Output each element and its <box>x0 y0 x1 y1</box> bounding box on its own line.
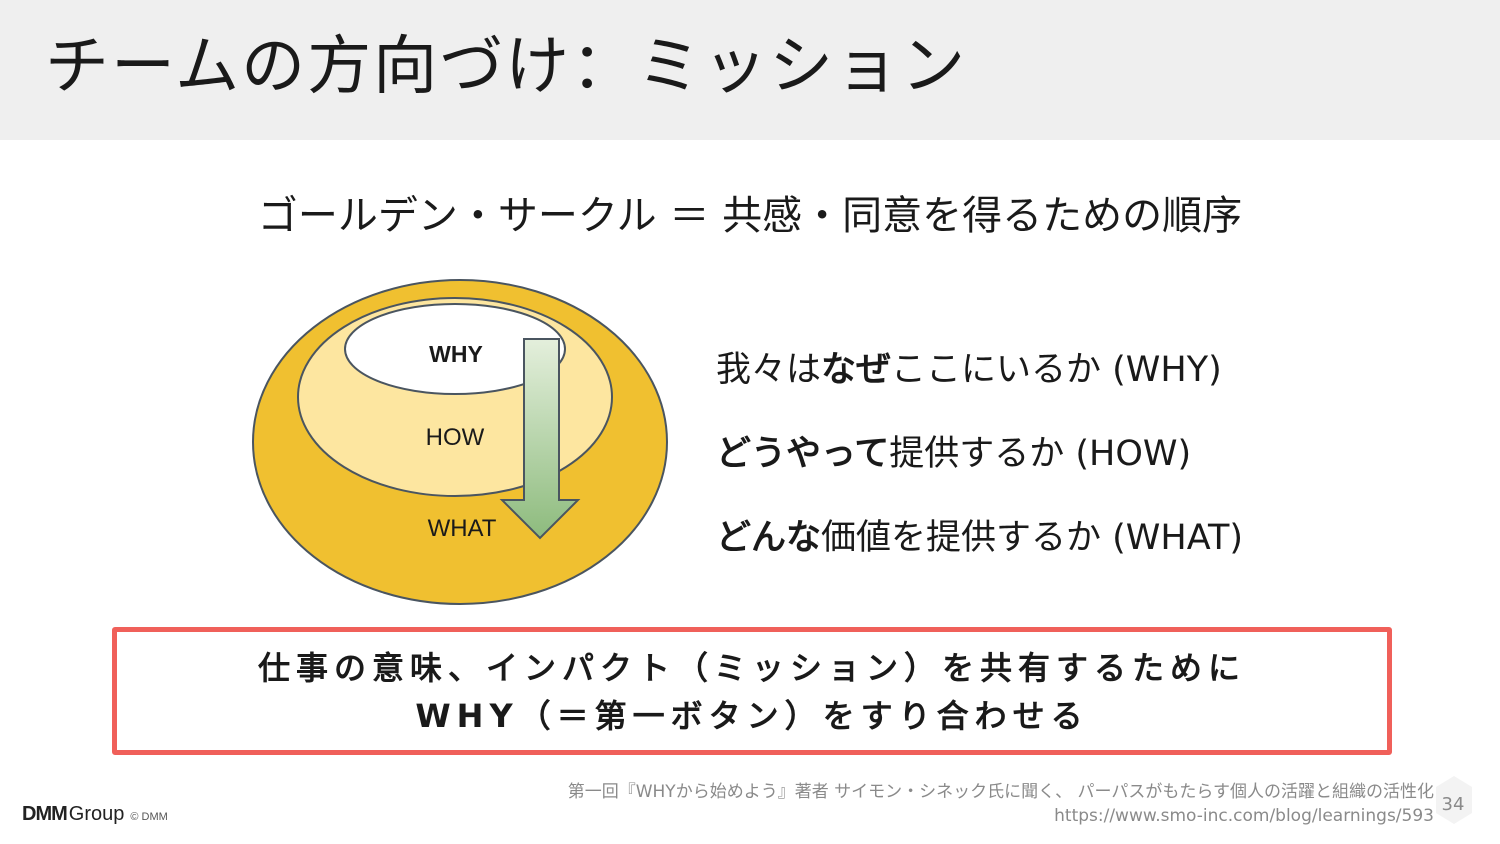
down-arrow <box>499 338 581 540</box>
what-label: WHAT <box>428 515 497 542</box>
citation-title: 第一回『WHYから始めよう』著者 サイモン・シネック氏に聞く、 パーパスがもたら… <box>567 782 1434 802</box>
page-number: 34 <box>1442 794 1465 815</box>
how-line: どうやって提供するか (HOW) <box>716 424 1243 508</box>
copyright-text: © DMM <box>130 811 168 823</box>
how-label: HOW <box>426 424 485 451</box>
citation-url[interactable]: https://www.smo-inc.com/blog/learnings/5… <box>1054 806 1434 826</box>
logo-group: Group <box>68 803 125 825</box>
slide-header: チームの方向づけ：ミッション <box>0 0 1500 140</box>
slide-subtitle: ゴールデン・サークル ＝ 共感・同意を得るための順序 <box>257 193 1243 239</box>
slide-title: チームの方向づけ：ミッション <box>45 30 968 104</box>
how-line-text: 提供するか (HOW) <box>889 434 1192 474</box>
what-line-emphasis: どんな <box>716 518 822 558</box>
why-line-emphasis: なぜ <box>821 350 892 390</box>
how-line-emphasis: どうやって <box>716 434 890 474</box>
key-message-box: 仕事の意味、インパクト（ミッション）を共有するために WHY（＝第一ボタン）をす… <box>112 627 1392 755</box>
why-line-text: ここにいるか (WHY) <box>891 350 1222 390</box>
key-message-line-1: 仕事の意味、インパクト（ミッション）を共有するために <box>257 649 1246 687</box>
inner-circle-why <box>344 303 566 395</box>
hexagon-icon <box>1436 776 1472 824</box>
logo-dmm: DMM <box>22 803 68 825</box>
key-message-line-2: WHY（＝第一ボタン）をすり合わせる <box>415 697 1089 735</box>
why-line: 我々はなぜここにいるか (WHY) <box>716 340 1243 424</box>
what-line-text: 価値を提供するか (WHAT) <box>821 518 1243 558</box>
what-line: どんな価値を提供するか (WHAT) <box>716 508 1243 592</box>
why-label: WHY <box>429 341 483 367</box>
why-line-prefix: 我々は <box>716 350 822 390</box>
explanation-list: 我々はなぜここにいるか (WHY) どうやって提供するか (HOW) どんな価値… <box>716 340 1243 592</box>
page-number-badge: 34 <box>1436 776 1472 824</box>
source-citation: 第一回『WHYから始めよう』著者 サイモン・シネック氏に聞く、 パーパスがもたら… <box>568 780 1434 828</box>
golden-circle-diagram: WHY HOW WHAT <box>252 279 668 605</box>
